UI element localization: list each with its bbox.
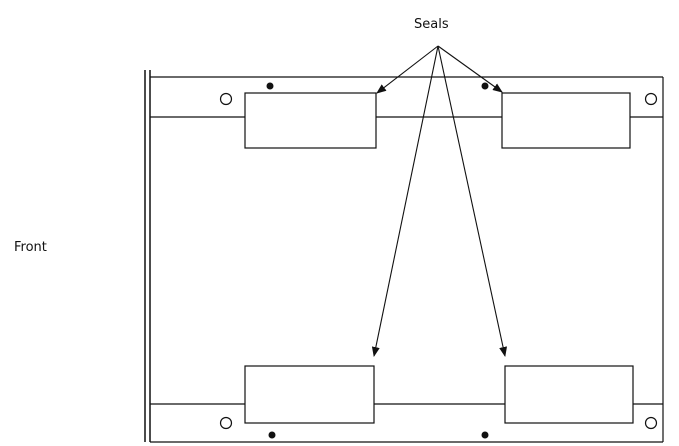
seal-top-left bbox=[244, 92, 377, 149]
arrow-to-bottom-right-seal bbox=[437, 45, 508, 357]
bottom-left-screw bbox=[268, 431, 276, 439]
screw-dots bbox=[266, 82, 489, 439]
bottom-right-screw bbox=[481, 431, 489, 439]
arrow-to-top-right-seal bbox=[437, 45, 503, 93]
bottom-left-hole bbox=[219, 416, 233, 430]
arrow-to-top-left-seal bbox=[376, 45, 439, 94]
bottom-right-hole bbox=[644, 416, 658, 430]
top-right-hole bbox=[644, 92, 658, 106]
seal-blocks bbox=[244, 92, 634, 424]
top-left-screw bbox=[266, 82, 274, 90]
arrow-to-bottom-left-seal bbox=[371, 45, 439, 357]
seal-bottom-right bbox=[504, 365, 634, 424]
chassis-outline bbox=[144, 70, 664, 443]
seal-top-right bbox=[501, 92, 631, 149]
mounting-holes bbox=[219, 92, 658, 430]
seal-bottom-left bbox=[244, 365, 375, 424]
top-left-hole bbox=[219, 92, 233, 106]
top-right-screw bbox=[481, 82, 489, 90]
seals-label: Seals bbox=[414, 17, 449, 32]
front-label: Front bbox=[14, 240, 47, 255]
seal-arrows bbox=[371, 45, 508, 357]
